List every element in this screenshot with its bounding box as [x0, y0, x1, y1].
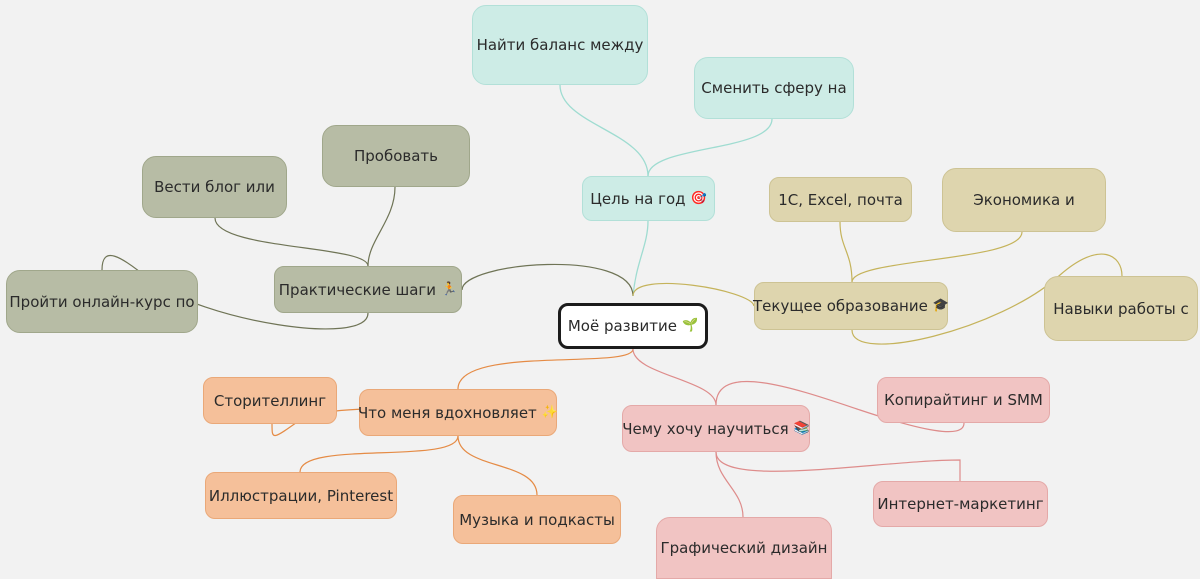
connector-root-inspiration — [457, 348, 634, 390]
connector-learn-marketing — [715, 451, 961, 481]
education-child-excel-label: 1С, Excel, почта — [778, 190, 903, 209]
practice-child-course[interactable]: Пройти онлайн-курс по — [6, 270, 198, 333]
learn-child-design[interactable]: Графический дизайн — [656, 517, 832, 579]
connector-root-practice — [461, 263, 634, 297]
root-label: Моё развитие — [567, 317, 677, 335]
sparkles-icon: ✨ — [541, 404, 558, 420]
education-label: Текущее образование — [753, 297, 928, 315]
inspiration-child-story-label: Сторителлинг — [213, 391, 327, 410]
education-node[interactable]: Текущее образование 🎓 — [753, 282, 949, 330]
sprout-icon: 🌱 — [681, 318, 699, 334]
connector-root-learn — [632, 348, 717, 406]
goal-node[interactable]: Цель на год 🎯 — [582, 176, 715, 221]
connector-goal-sphere — [647, 118, 773, 177]
connector-learn-design — [715, 451, 744, 518]
goal-label: Цель на год — [590, 189, 686, 208]
graduation-cap-icon: 🎓 — [932, 298, 949, 314]
inspiration-label: Что меня вдохновляет — [358, 403, 537, 422]
goal-child-sphere-label: Сменить сферу на — [701, 79, 847, 97]
connector-education-excel — [839, 221, 853, 283]
practice-child-blog-label: Вести блог или — [154, 178, 275, 196]
education-child-excel[interactable]: 1С, Excel, почта — [769, 177, 912, 222]
practice-child-try-label: Пробовать — [353, 147, 439, 165]
learn-child-copy[interactable]: Копирайтинг и SMM — [877, 377, 1050, 423]
learn-child-design-label: Графический дизайн — [660, 539, 828, 557]
runner-icon: 🏃 — [441, 281, 458, 297]
learn-child-marketing[interactable]: Интернет-маркетинг — [873, 481, 1048, 527]
learn-label: Чему хочу научиться — [622, 419, 789, 438]
books-icon: 📚 — [793, 420, 810, 436]
learn-child-marketing-label: Интернет-маркетинг — [877, 495, 1044, 513]
inspiration-child-illustr-label: Иллюстрации, Pinterest — [208, 486, 394, 505]
connector-inspiration-music — [457, 435, 538, 496]
connector-practice-try — [367, 186, 396, 267]
connector-inspiration-illustr — [299, 435, 459, 473]
education-child-economy-label: Экономика и — [973, 191, 1075, 209]
education-child-skills-label: Навыки работы с — [1053, 299, 1189, 318]
practice-child-blog[interactable]: Вести блог или — [142, 156, 287, 218]
goal-child-balance[interactable]: Найти баланс между — [472, 5, 648, 85]
learn-node[interactable]: Чему хочу научиться 📚 — [622, 405, 810, 452]
practice-label: Практические шаги — [278, 280, 437, 299]
connector-goal-balance — [559, 84, 649, 177]
inspiration-child-story[interactable]: Сторителлинг — [203, 377, 337, 424]
inspiration-child-music[interactable]: Музыка и подкасты — [453, 495, 621, 544]
goal-child-sphere[interactable]: Сменить сферу на — [694, 57, 854, 119]
goal-child-balance-label: Найти баланс между — [476, 36, 644, 54]
inspiration-child-illustr[interactable]: Иллюстрации, Pinterest — [205, 472, 397, 519]
practice-node[interactable]: Практические шаги 🏃 — [274, 266, 462, 313]
practice-child-course-label: Пройти онлайн-курс по — [9, 292, 195, 311]
connector-root-education — [632, 282, 755, 307]
inspiration-node[interactable]: Что меня вдохновляет ✨ — [358, 389, 558, 436]
education-child-skills[interactable]: Навыки работы с — [1044, 276, 1198, 341]
connector-practice-blog — [214, 217, 369, 267]
education-child-economy[interactable]: Экономика и — [942, 168, 1106, 232]
connector-education-economy — [851, 231, 1023, 283]
connector-education-skills — [851, 253, 1123, 345]
connector-learn-copy — [715, 380, 965, 433]
inspiration-child-music-label: Музыка и подкасты — [459, 510, 615, 529]
root-node[interactable]: Моё развитие 🌱 — [558, 303, 708, 349]
practice-child-try[interactable]: Пробовать — [322, 125, 470, 187]
target-icon: 🎯 — [690, 190, 707, 206]
connector-root-goal — [632, 220, 649, 297]
learn-child-copy-label: Копирайтинг и SMM — [884, 391, 1043, 409]
